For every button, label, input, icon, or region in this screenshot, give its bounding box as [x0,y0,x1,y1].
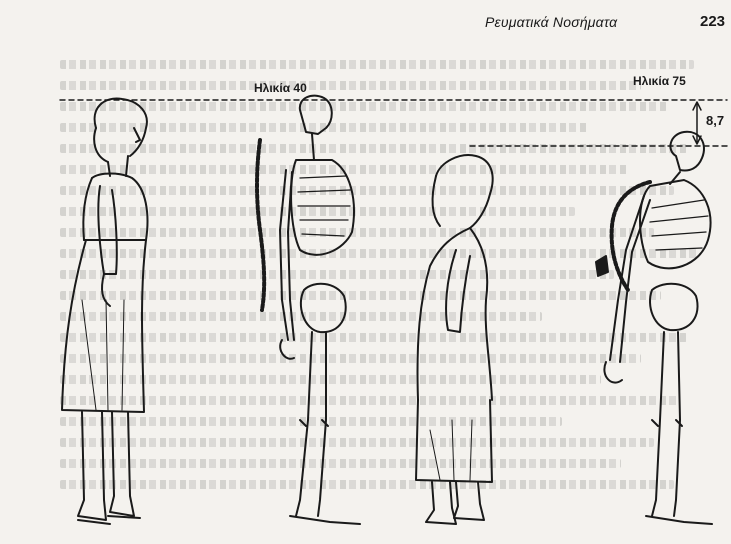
woman-age-40-figure [62,99,147,524]
skeleton-age-75 [604,132,712,524]
woman-age-75-figure [416,155,493,524]
spine-age-40 [257,140,264,310]
collapsed-vertebra-marker [596,256,608,276]
skeleton-age-40 [280,96,360,524]
